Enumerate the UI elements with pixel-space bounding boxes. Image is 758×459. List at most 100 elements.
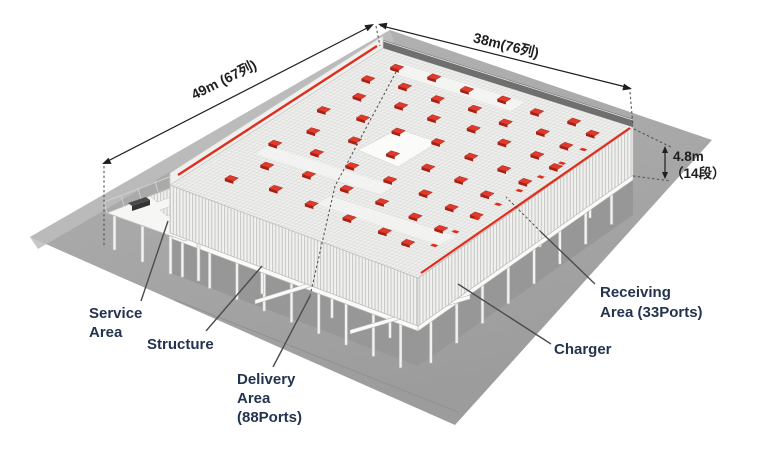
robot-front	[497, 99, 506, 105]
robot	[529, 108, 545, 115]
port-marker	[515, 188, 524, 193]
robot-front	[345, 165, 355, 171]
robot	[391, 127, 406, 135]
robot-front	[317, 109, 326, 115]
robot-front	[352, 96, 362, 102]
port-marker	[536, 175, 545, 179]
port-marker	[557, 161, 567, 165]
robot	[444, 203, 459, 211]
robot	[400, 238, 416, 246]
delivery-area-label: (88Ports)	[237, 409, 302, 426]
port-markers	[430, 147, 588, 248]
robot-front	[401, 242, 410, 248]
port-marker	[472, 216, 481, 220]
robot	[464, 152, 479, 160]
support-column	[317, 291, 321, 335]
robot-front	[383, 179, 392, 185]
support-column	[583, 210, 588, 245]
robot-front	[375, 201, 384, 207]
support-column	[289, 281, 294, 323]
back-edge-wall	[383, 40, 633, 127]
robot-front	[530, 154, 539, 160]
storage-grid-structure	[169, 35, 634, 327]
robot	[345, 162, 360, 169]
support-column	[532, 247, 536, 285]
robot-front	[306, 130, 315, 137]
structure-label: Structure	[147, 336, 214, 353]
robot-front	[431, 98, 440, 104]
aisle-patch	[256, 146, 393, 194]
robot-front	[421, 167, 430, 173]
robot-front	[536, 131, 545, 138]
robot	[374, 198, 390, 205]
robot	[433, 224, 449, 232]
robot-front	[497, 142, 507, 148]
robot	[566, 117, 582, 125]
robot	[430, 138, 446, 145]
support-column	[454, 301, 459, 344]
receiving-area-label: Receiving	[600, 284, 671, 301]
delivery-area-label: Area	[237, 390, 271, 407]
robot-front	[394, 105, 403, 111]
height-dimension-tiers: （14段）	[670, 165, 726, 181]
robot	[518, 177, 533, 185]
robot	[309, 148, 325, 156]
robot	[529, 151, 545, 158]
service-area-label: Area	[89, 324, 123, 341]
callout-labels: Service Area Structure Delivery Area (88…	[89, 284, 703, 426]
robot	[360, 75, 376, 82]
robot-front	[269, 188, 278, 194]
robot	[306, 127, 321, 134]
support-column	[558, 229, 562, 265]
floor-edge-strip	[30, 30, 394, 249]
robot	[342, 214, 357, 221]
support-column	[429, 319, 433, 364]
robot	[408, 212, 423, 220]
robot	[377, 227, 393, 235]
robot	[498, 118, 513, 126]
aisle-patch	[317, 196, 455, 245]
robot	[339, 184, 355, 192]
robot-front	[559, 145, 569, 151]
robot-front	[530, 111, 539, 117]
support-column	[371, 311, 376, 357]
robot	[316, 106, 332, 113]
robot-front	[466, 128, 476, 134]
robot	[393, 101, 409, 109]
robot-front	[434, 228, 443, 234]
robot-front	[460, 89, 469, 95]
robot-fleet	[224, 63, 600, 248]
robot	[397, 82, 413, 90]
robot-front	[518, 181, 528, 187]
robot	[453, 176, 469, 183]
floor-seam	[174, 299, 459, 413]
receiving-area-label: Area (33Ports)	[600, 304, 703, 321]
width-dimension-label: 38m(76列)	[472, 29, 541, 61]
support-column	[398, 322, 403, 369]
robot-front	[378, 231, 387, 237]
robot-front	[386, 153, 395, 160]
robot-front	[418, 192, 428, 199]
robot	[304, 200, 319, 207]
robot-front	[464, 156, 474, 162]
robot	[418, 189, 433, 196]
robot-front	[567, 121, 576, 127]
service-kiosk-front	[132, 200, 150, 211]
robot-front	[480, 194, 489, 200]
robot-front	[391, 131, 401, 137]
robot	[559, 141, 574, 149]
height-dimension-label: 4.8m	[673, 149, 704, 164]
robot	[479, 190, 495, 197]
port-marker	[430, 243, 439, 248]
robot-front	[497, 168, 506, 174]
robot	[389, 63, 405, 71]
robot-front	[427, 117, 436, 124]
robot-front	[398, 86, 407, 92]
robot	[467, 104, 483, 112]
robot	[259, 161, 275, 169]
support-column	[208, 250, 212, 289]
charger-label: Charger	[554, 341, 612, 358]
robot-front	[260, 165, 269, 171]
robot-front	[361, 78, 370, 84]
